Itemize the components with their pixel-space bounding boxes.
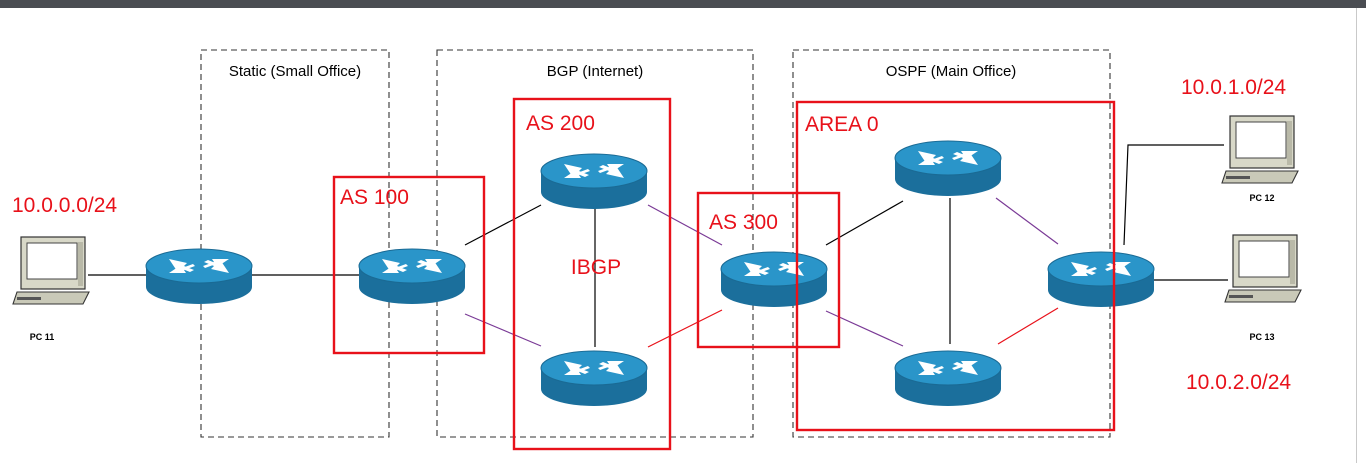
zone-ospf-label: OSPF (Main Office)	[886, 63, 1017, 80]
as200-label: AS 200	[526, 112, 595, 135]
as100-box	[332, 175, 486, 355]
as300-box	[696, 191, 841, 349]
router-icon	[540, 350, 648, 407]
pc-icon	[1224, 234, 1302, 303]
link-as200top-as300	[647, 204, 723, 246]
network-right-bottom-label: 10.0.2.0/24	[1186, 371, 1291, 394]
pc-icon	[1221, 115, 1299, 184]
pc-icon	[12, 236, 90, 305]
window-top-bar	[0, 0, 1366, 8]
router-icon	[720, 251, 828, 308]
page-right-edge	[1356, 8, 1366, 463]
link-ospfbottom-edge	[997, 307, 1059, 345]
router-icon	[1047, 251, 1155, 308]
zone-ospf-box	[792, 49, 1111, 438]
link-as300-ospftop	[825, 200, 904, 246]
network-left-label: 10.0.0.0/24	[12, 194, 117, 217]
zone-bgp-label: BGP (Internet)	[547, 63, 643, 80]
as300-label: AS 300	[709, 211, 778, 234]
as200-box	[512, 97, 672, 451]
link-as100-as200bottom	[464, 313, 542, 347]
router-icon	[894, 140, 1002, 197]
zone-static-box	[200, 49, 390, 438]
area0-label: AREA 0	[805, 113, 879, 136]
link-as300-ospfbottom	[825, 310, 904, 347]
link-edge-pc12	[1123, 144, 1224, 246]
router-icon	[540, 153, 648, 210]
link-ospftop-edge	[995, 197, 1059, 245]
router-icon	[894, 350, 1002, 407]
area0-box	[795, 100, 1116, 432]
network-right-top-label: 10.0.1.0/24	[1181, 76, 1286, 99]
router-icon	[358, 248, 466, 305]
link-as100-as200top	[464, 204, 542, 246]
as100-label: AS 100	[340, 186, 409, 209]
link-as200bottom-as300	[647, 309, 723, 348]
pc13-label: PC 13	[1249, 332, 1274, 342]
pc11-label: PC 11	[30, 332, 55, 342]
ibgp-label: IBGP	[571, 256, 621, 279]
zone-bgp-box	[436, 49, 754, 438]
zone-static-label: Static (Small Office)	[229, 63, 361, 80]
router-icon	[145, 248, 253, 305]
pc12-label: PC 12	[1249, 193, 1274, 203]
